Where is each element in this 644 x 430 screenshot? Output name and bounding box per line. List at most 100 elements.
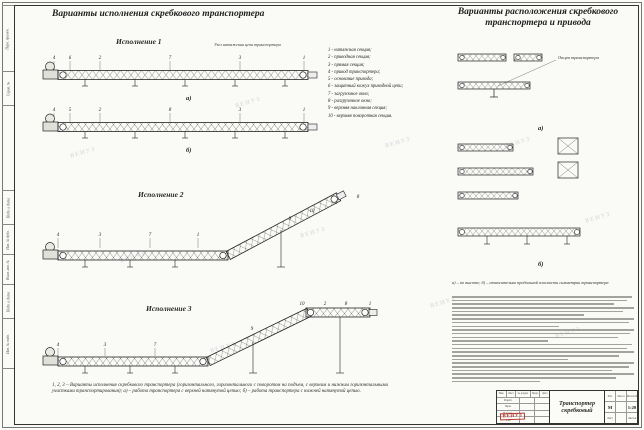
execution-3-label: Исполнение 3 bbox=[146, 304, 192, 313]
legend-item: 6 - защитный кожух приводной цепи; bbox=[328, 84, 404, 90]
callout-number: 4 bbox=[53, 108, 56, 113]
stamp-cell: Масштаб bbox=[627, 394, 637, 398]
callout-leaders bbox=[57, 348, 156, 356]
callout-leaders bbox=[57, 238, 199, 248]
legend-item: 4 - привод транспортера; bbox=[328, 69, 381, 75]
margin-label: Справ. № bbox=[2, 71, 14, 106]
note-line bbox=[452, 340, 548, 342]
truss-section bbox=[57, 250, 229, 261]
callout-number: 1 bbox=[197, 233, 200, 238]
stamp-cell: Н.контр. bbox=[497, 410, 521, 417]
stamp-cell bbox=[535, 404, 549, 410]
stamp-cell bbox=[535, 398, 549, 404]
stamp-cell bbox=[520, 410, 536, 417]
tension-unit bbox=[368, 309, 378, 316]
margin-label-text: Инв. № дубл. bbox=[6, 230, 11, 250]
margin-label: Перв. примен. bbox=[2, 5, 14, 72]
note-line bbox=[452, 310, 624, 313]
legend-item: 3 - прямая секция; bbox=[328, 62, 365, 68]
parts-legend: 1 - натяжная секция; 2 - приводная секци… bbox=[328, 47, 456, 120]
note-line bbox=[452, 336, 618, 339]
callout-number: 3 bbox=[104, 343, 107, 348]
document-name-line1: Транспортер bbox=[558, 399, 596, 407]
legend-item: 9 - верхняя наклонная секция; bbox=[328, 106, 388, 112]
execution-1-label: Исполнение 1 bbox=[116, 37, 162, 46]
callout-number: 3 bbox=[239, 56, 242, 61]
page-title-right-line1: Варианты расположения скребкового bbox=[457, 7, 619, 17]
arrangement-row-4 bbox=[457, 161, 579, 179]
support-legs bbox=[82, 79, 288, 87]
title-block-row: Утв. bbox=[497, 417, 549, 423]
arrangement-caption: а) – по высоте; б) – относительно продол… bbox=[452, 280, 609, 285]
inclined-section bbox=[225, 190, 347, 260]
stamp-values-row: М 1:20 bbox=[605, 402, 637, 413]
callout-number: 3 bbox=[239, 108, 242, 113]
execution-2-drawing: 4 3 7 1 9 10 2 8 bbox=[42, 190, 360, 268]
stamp-cell: Лист bbox=[507, 391, 517, 397]
note-line bbox=[452, 325, 559, 327]
callout-number: 1 bbox=[369, 302, 372, 307]
stamp-cell bbox=[535, 417, 549, 423]
drive-unit bbox=[42, 347, 59, 366]
arrangement-b-marker: б) bbox=[538, 261, 543, 268]
note-line bbox=[452, 373, 635, 375]
margin-label-text: Перв. примен. bbox=[6, 28, 10, 50]
note-line bbox=[452, 351, 635, 353]
support-legs bbox=[82, 317, 344, 374]
note-line bbox=[452, 355, 620, 357]
truss-section bbox=[57, 356, 209, 367]
drive-unit bbox=[42, 113, 59, 132]
variant-a-marker: а) bbox=[186, 95, 191, 102]
callout-number: 2 bbox=[99, 108, 102, 113]
note-line bbox=[452, 358, 568, 361]
title-block-row: Н.контр. bbox=[497, 410, 549, 418]
stamp-cell: Утв. bbox=[497, 417, 521, 423]
footnote: 1, 2, 3 – Варианты исполнения скребковог… bbox=[52, 383, 388, 395]
note-line bbox=[452, 329, 635, 331]
callout-number: 10 bbox=[300, 302, 306, 307]
note-line bbox=[452, 296, 633, 298]
stamp-cell bbox=[616, 413, 627, 423]
note-line bbox=[452, 362, 635, 364]
note-line bbox=[452, 366, 629, 368]
callout-number: 4 bbox=[57, 343, 60, 348]
margin-label: Взам. инв. № bbox=[2, 254, 14, 285]
tension-unit bbox=[307, 71, 318, 79]
title-block: Изм. Лист № докум. Подп. Дата Разраб. Пр… bbox=[496, 390, 638, 424]
note-line bbox=[452, 369, 613, 372]
margin-divider bbox=[2, 105, 14, 191]
title-block-row: Пров. bbox=[497, 404, 549, 411]
callout-number: 8 bbox=[345, 302, 348, 307]
title-block-right: Лит. Масса Масштаб М 1:20 Лист Листов bbox=[605, 391, 637, 423]
note-line bbox=[452, 321, 629, 324]
inner-frame bbox=[14, 5, 639, 425]
stamp-cell: Лит. bbox=[605, 391, 616, 401]
stamp-sheet-row: Лист Листов bbox=[605, 413, 637, 423]
margin-label-text: Инв. № подл. bbox=[6, 334, 11, 354]
mass-value bbox=[616, 402, 627, 412]
conveyor-variant-b: 4 5 2 8 3 1 bbox=[42, 108, 318, 154]
stamp-cell: Дата bbox=[542, 392, 548, 396]
page-title-right-line2: транспортера и привода bbox=[485, 18, 591, 29]
stamp-cell: № докум. bbox=[516, 391, 531, 397]
document-name-line2: скребковый bbox=[561, 407, 593, 414]
callout-number: 3 bbox=[99, 233, 102, 238]
callout-leaders bbox=[53, 113, 305, 122]
note-line bbox=[452, 314, 585, 316]
stamp-cell: Масса bbox=[616, 391, 627, 401]
callout-number: 8 bbox=[357, 195, 360, 200]
callout-number: 1 bbox=[303, 56, 306, 61]
callout-number: 1 bbox=[303, 108, 306, 113]
legend-item: 10 - верхняя поворотная секция. bbox=[328, 113, 393, 119]
arrangement-a-marker: а) bbox=[538, 125, 543, 132]
arrangement-row-6 bbox=[457, 227, 581, 245]
legend-item: 7 - загрузочное окно; bbox=[328, 91, 370, 97]
title-block-header-row: Изм. Лист № докум. Подп. Дата bbox=[497, 391, 549, 398]
callout-number: 6 bbox=[69, 56, 72, 61]
drive-unit bbox=[42, 61, 59, 80]
conveyor-variant-a: 4 6 2 7 3 1 bbox=[42, 56, 318, 102]
stamp-labels-row: Лит. Масса Масштаб bbox=[605, 391, 637, 402]
execution-3-drawing: 4 3 7 9 10 2 8 1 bbox=[42, 302, 378, 374]
